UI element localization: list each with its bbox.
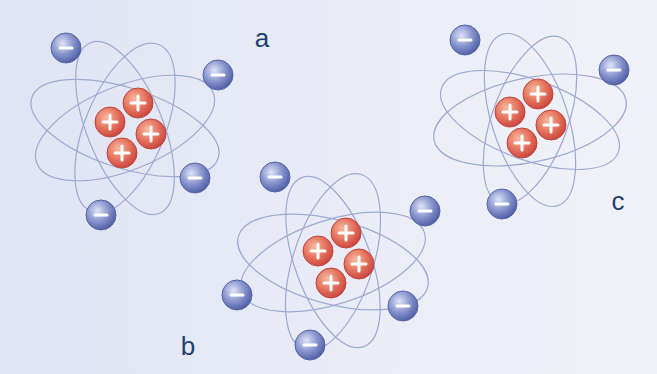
orbit-group bbox=[19, 28, 230, 227]
electron bbox=[203, 60, 233, 90]
orbit bbox=[464, 24, 596, 215]
proton bbox=[123, 88, 153, 118]
electron bbox=[450, 25, 480, 55]
orbit bbox=[19, 60, 230, 197]
orbit bbox=[428, 50, 632, 189]
orbit bbox=[227, 196, 438, 328]
orbit bbox=[267, 164, 400, 359]
proton bbox=[316, 268, 346, 298]
electron bbox=[388, 291, 418, 321]
proton bbox=[136, 119, 166, 149]
electron bbox=[51, 33, 81, 63]
atom-letter: a bbox=[255, 25, 269, 51]
electron bbox=[180, 163, 210, 193]
orbit bbox=[229, 192, 438, 331]
orbit-group bbox=[425, 23, 634, 218]
orbit bbox=[267, 162, 400, 362]
electron bbox=[599, 55, 629, 85]
atom-letter: c bbox=[612, 188, 625, 214]
electron bbox=[222, 280, 252, 310]
proton bbox=[95, 107, 125, 137]
proton bbox=[344, 249, 374, 279]
electron bbox=[410, 196, 440, 226]
proton bbox=[331, 218, 361, 248]
proton bbox=[507, 128, 537, 158]
proton bbox=[523, 79, 553, 109]
electron bbox=[260, 162, 290, 192]
proton bbox=[536, 110, 566, 140]
atom-letter: b bbox=[181, 333, 195, 359]
proton bbox=[303, 236, 333, 266]
proton bbox=[495, 97, 525, 127]
electron bbox=[295, 330, 325, 360]
orbit bbox=[21, 53, 229, 202]
electron bbox=[86, 200, 116, 230]
orbit bbox=[466, 23, 594, 218]
orbit-group bbox=[227, 162, 438, 362]
electron bbox=[487, 189, 517, 219]
proton bbox=[107, 138, 137, 168]
